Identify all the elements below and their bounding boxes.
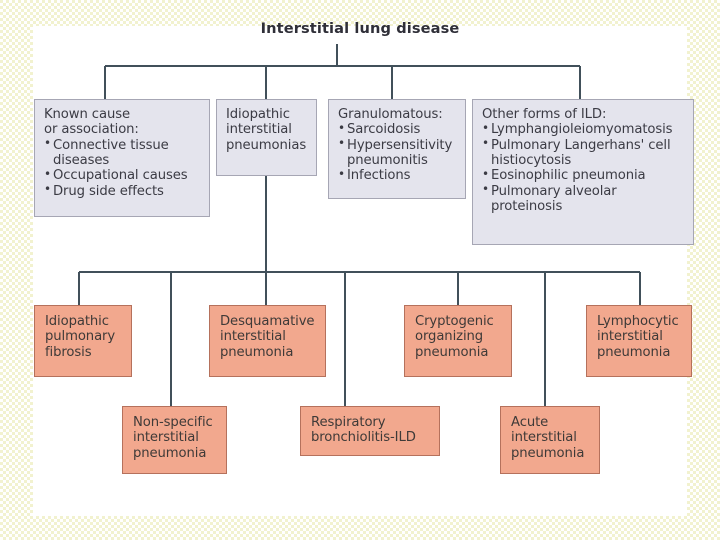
pneumonia-box-idiopathic-pulmonary-fibrosis[interactable]: Idiopathic pulmonary fibrosis [34,305,132,377]
category-heading-line-1: Idiopathic [226,107,290,122]
list-item-continuation: proteinosis [491,198,563,214]
pneumonia-line-1: Respiratory [311,415,386,430]
list-item: Hypersensitivity [338,137,457,153]
list-item: Infections [338,168,457,184]
pneumonia-line-3: pneumonia [511,445,585,461]
pneumonia-line-2: interstitial [597,329,663,345]
category-heading-line-2: interstitial [226,122,292,138]
pneumonia-line-2: interstitial [220,329,286,345]
category-item-list: Lymphangioleiomyomatosis Pulmonary Lange… [482,122,685,214]
list-item: Sarcoidosis [338,122,457,138]
pneumonia-box-lymphocytic-interstitial-pneumonia[interactable]: Lymphocytic interstitial pneumonia [586,305,692,377]
category-item-list: Connective tissue diseases Occupational … [44,137,201,199]
list-item: Occupational causes [44,168,201,184]
category-heading-line-3: pneumonias [226,137,307,153]
category-box-granulomatous[interactable]: Granulomatous: Sarcoidosis Hypersensitiv… [328,99,466,199]
category-item-list: Sarcoidosis Hypersensitivity pneumonitis… [338,122,457,183]
category-heading-line-1: Known cause [44,107,130,122]
list-item: Pulmonary Langerhans' cell [482,137,685,153]
pneumonia-line-3: pneumonia [133,445,207,461]
pneumonia-line-3: pneumonia [597,344,671,360]
pneumonia-line-3: pneumonia [415,344,489,360]
list-item: Pulmonary alveolar [482,183,685,199]
category-heading-line-1: Other forms of ILD: [482,107,607,122]
pneumonia-line-2: interstitial [133,430,199,446]
list-item-continuation: histiocytosis [491,152,572,168]
list-item-continuation: pneumonitis [347,152,428,168]
category-heading-line-1: Granulomatous: [338,107,443,122]
pneumonia-line-2: pulmonary [45,329,116,345]
pneumonia-box-desquamative-interstitial-pneumonia[interactable]: Desquamative interstitial pneumonia [209,305,326,377]
pneumonia-line-1: Cryptogenic [415,314,494,329]
pneumonia-box-respiratory-bronchiolitis-ild[interactable]: Respiratory bronchiolitis-ILD [300,406,440,456]
pneumonia-line-1: Lymphocytic [597,314,679,329]
list-item: Connective tissue [44,137,201,153]
pneumonia-line-2: bronchiolitis-ILD [311,430,416,446]
list-item: Drug side effects [44,183,201,199]
pneumonia-line-1: Idiopathic [45,314,109,329]
list-item: Lymphangioleiomyomatosis [482,122,685,138]
pneumonia-box-acute-interstitial-pneumonia[interactable]: Acute interstitial pneumonia [500,406,600,474]
pneumonia-line-2: organizing [415,329,484,345]
pneumonia-line-3: pneumonia [220,344,294,360]
pneumonia-line-1: Non-specific [133,415,213,430]
diagram-title: Interstitial lung disease [260,20,460,37]
pneumonia-line-1: Acute [511,415,549,430]
pneumonia-box-non-specific-interstitial-pneumonia[interactable]: Non-specific interstitial pneumonia [122,406,227,474]
pneumonia-line-2: interstitial [511,430,577,446]
category-heading-line-2: or association: [44,122,139,138]
list-item-continuation: diseases [53,152,110,168]
category-box-other-forms-of-ild[interactable]: Other forms of ILD: Lymphangioleiomyomat… [472,99,694,245]
pneumonia-line-3: fibrosis [45,344,92,360]
category-box-known-cause[interactable]: Known cause or association: Connective t… [34,99,210,217]
pneumonia-box-cryptogenic-organizing-pneumonia[interactable]: Cryptogenic organizing pneumonia [404,305,512,377]
pneumonia-line-1: Desquamative [220,314,315,329]
list-item: Eosinophilic pneumonia [482,168,685,184]
category-box-idiopathic-interstitial-pneumonias[interactable]: Idiopathic interstitial pneumonias [216,99,317,176]
